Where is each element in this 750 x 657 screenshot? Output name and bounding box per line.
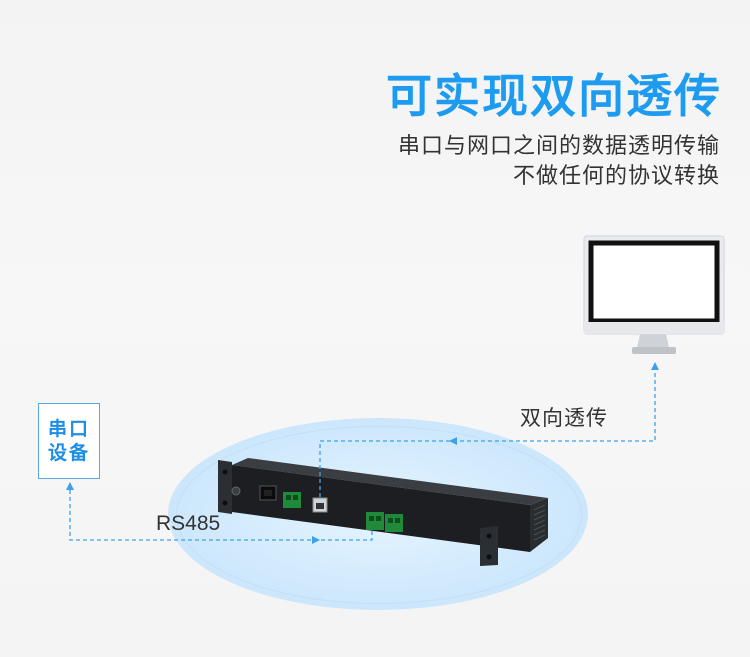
arrow-up-icon <box>651 362 659 370</box>
bidirectional-link <box>319 370 656 497</box>
bidirectional-label: 双向透传 <box>520 406 608 430</box>
subtitle-line-1: 串口与网口之间的数据透明传输 <box>397 134 720 159</box>
arrow-right-icon <box>312 536 320 544</box>
serial-device-box: 串口 设备 <box>38 403 100 479</box>
device-glow-ring <box>176 426 582 604</box>
serial-device-label-1: 串口 <box>47 418 90 440</box>
subtitle-line-2: 不做任何的协议转换 <box>512 164 720 189</box>
page-headline: 可实现双向透传 <box>386 69 722 123</box>
arrow-up-icon <box>66 482 74 490</box>
serial-device-label-2: 设备 <box>47 442 90 464</box>
rs485-label: RS485 <box>156 512 221 535</box>
arrow-left-icon <box>449 437 457 445</box>
rack-device-icon <box>218 458 548 566</box>
monitor-icon <box>583 235 725 354</box>
rs485-link <box>69 490 373 541</box>
